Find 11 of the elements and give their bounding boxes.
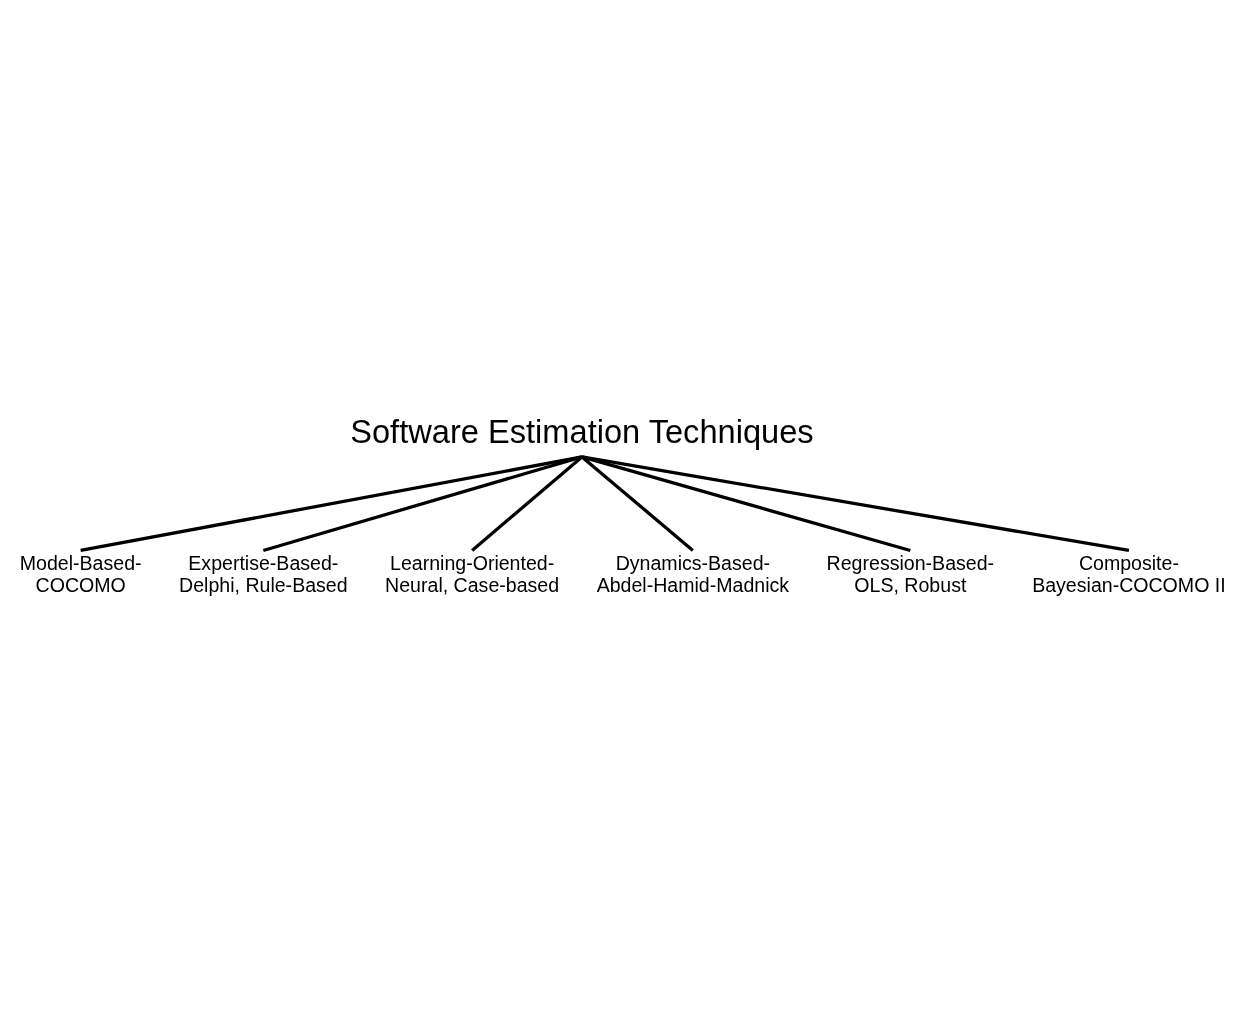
node-text: Dynamics-Based- Abdel-Hamid-Madnick xyxy=(596,552,790,597)
node-text: Learning-Oriented- Neural, Case-based xyxy=(385,552,560,597)
node-text: Expertise-Based- Delphi, Rule-Based xyxy=(179,552,348,597)
connector xyxy=(80,455,583,553)
connector xyxy=(581,455,911,552)
connector xyxy=(262,455,583,552)
node-text: Software Estimation Techniques xyxy=(350,412,814,450)
connector xyxy=(581,455,1130,553)
node-text: Model-Based- COCOMO xyxy=(19,552,142,597)
node-text: Composite- Bayesian-COCOMO II xyxy=(1032,552,1226,597)
node-text: Regression-Based- OLS, Robust xyxy=(826,552,995,597)
